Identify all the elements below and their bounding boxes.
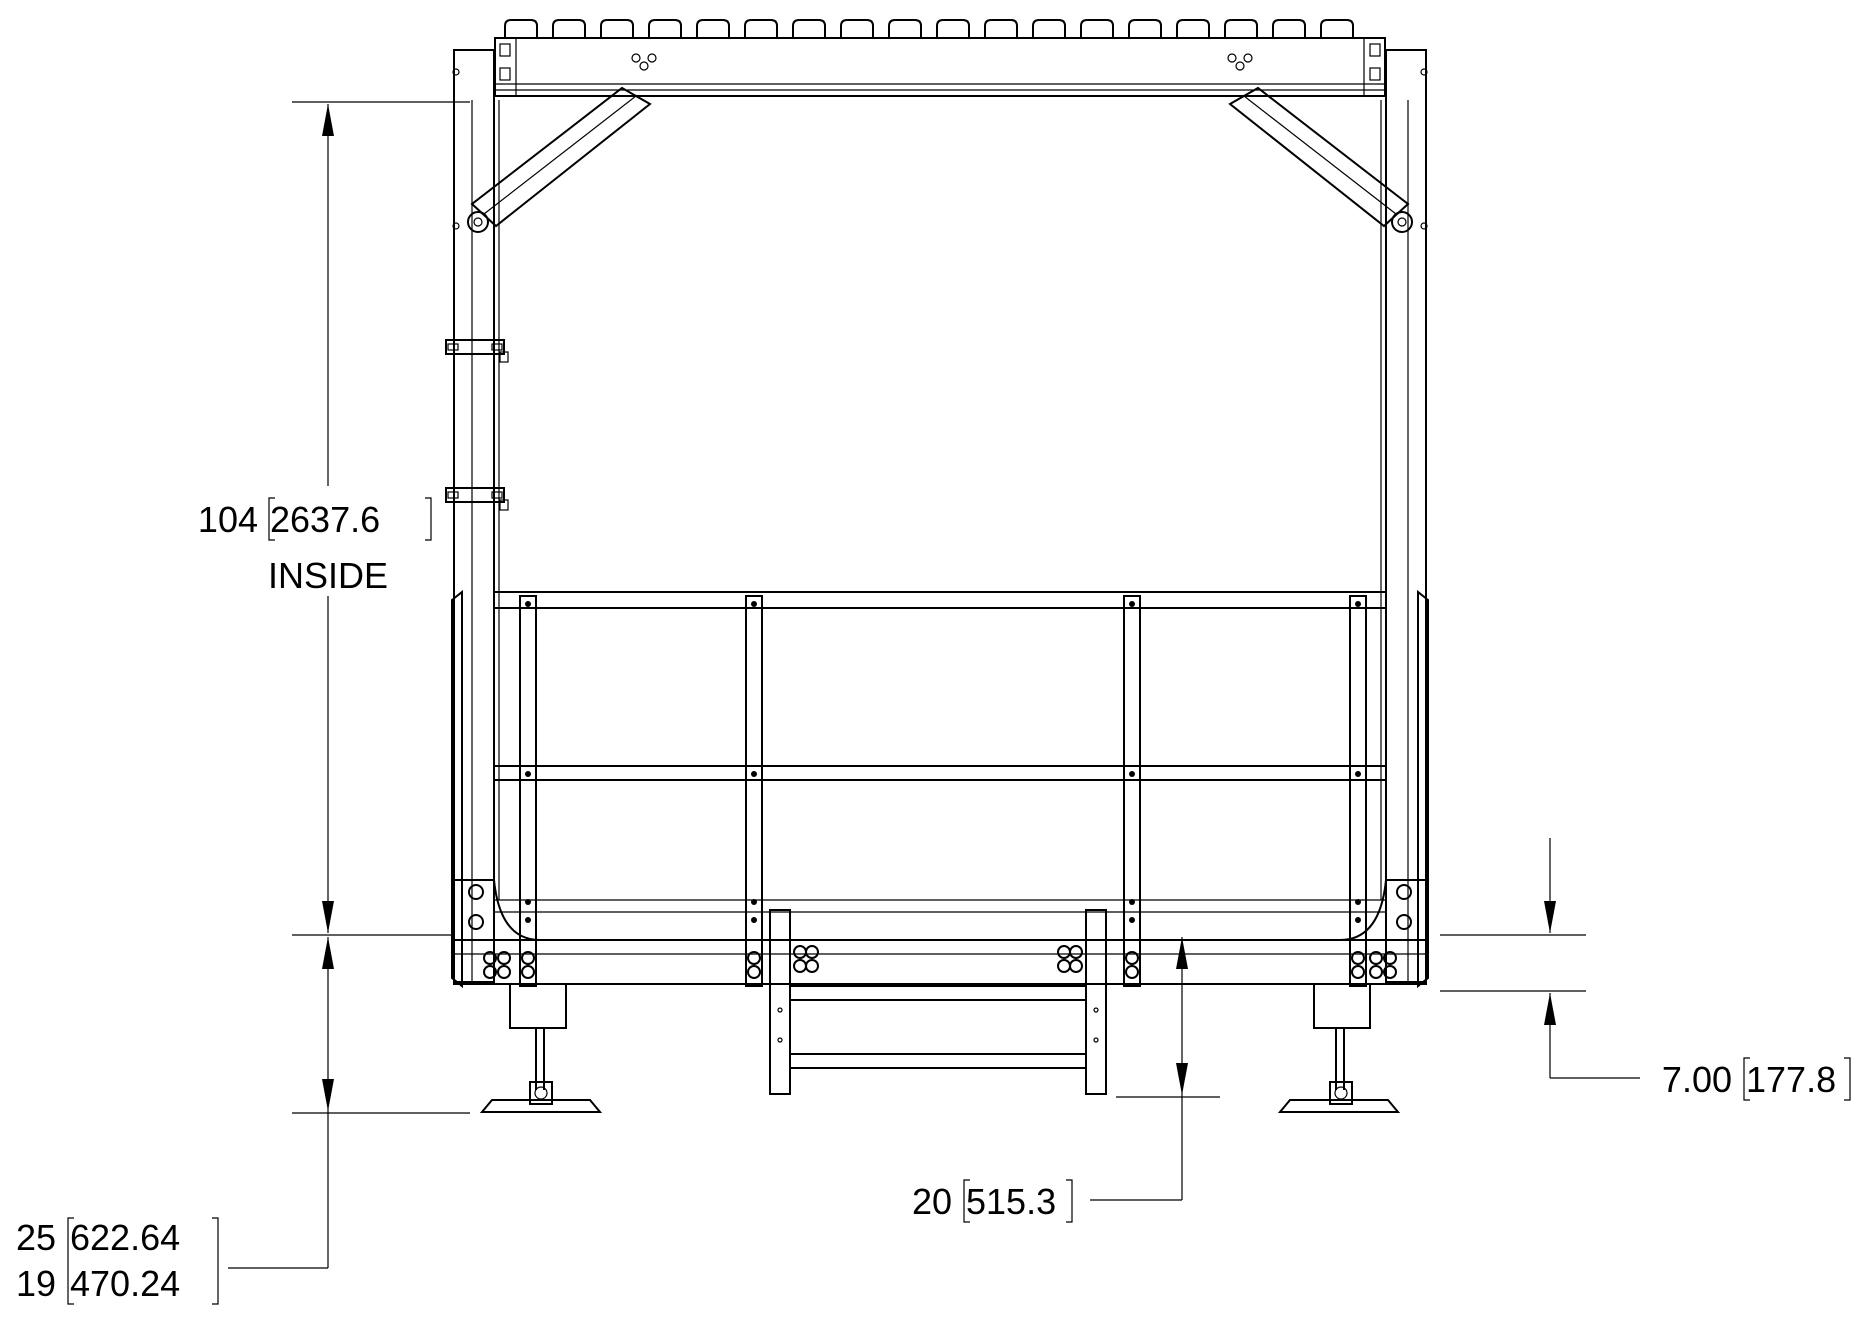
inside-height-metric: 2637.6 [270,499,380,540]
right-corner-bracket [1339,879,1427,979]
leg-min-value: 19 [16,1263,56,1304]
roller [1128,19,1162,38]
roller [552,19,586,38]
platform-drop-value: 7.00 [1662,1059,1732,1100]
leg-max-metric: 622.64 [70,1217,180,1258]
dimension-inside-height: 104 2637.6 INSIDE [198,101,470,936]
step-height-value: 20 [912,1181,952,1222]
roller [648,19,682,38]
roller [600,19,634,38]
right-frame-post [1228,49,1428,983]
roller [1032,19,1066,38]
roller-conveyor [494,19,1386,97]
step-height-metric: 515.3 [966,1181,1056,1222]
left-frame-post [445,49,652,983]
left-clamp-upper [445,339,509,363]
dimension-platform-drop: 7.00 177.8 [1440,838,1851,1101]
roller [504,19,538,38]
roller [984,19,1018,38]
inside-height-value: 104 [198,499,258,540]
left-leveling-foot [479,983,603,1113]
roller [936,19,970,38]
roller [888,19,922,38]
stanchion [1349,595,1367,987]
roller [1080,19,1114,38]
stanchion [1123,595,1141,987]
roller [696,19,730,38]
roller [1320,19,1354,38]
stanchion [519,595,537,987]
roller [1272,19,1306,38]
left-corner-bracket [453,879,541,979]
roller [792,19,826,38]
platform-guardrail [451,589,1429,989]
left-clamp-lower [445,487,509,511]
right-leveling-foot [1277,983,1401,1113]
roller [840,19,874,38]
roller [1224,19,1258,38]
inside-height-note: INSIDE [268,555,388,596]
step-ladder [769,909,1107,1095]
roller [1176,19,1210,38]
leg-min-metric: 470.24 [70,1263,180,1304]
dimension-leg-range: 25 622.64 19 470.24 [16,937,470,1305]
stanchion [745,595,763,987]
roller [744,19,778,38]
leg-max-value: 25 [16,1217,56,1258]
dimension-step-height: 20 515.3 [912,937,1220,1223]
platform-drop-metric: 177.8 [1746,1059,1836,1100]
